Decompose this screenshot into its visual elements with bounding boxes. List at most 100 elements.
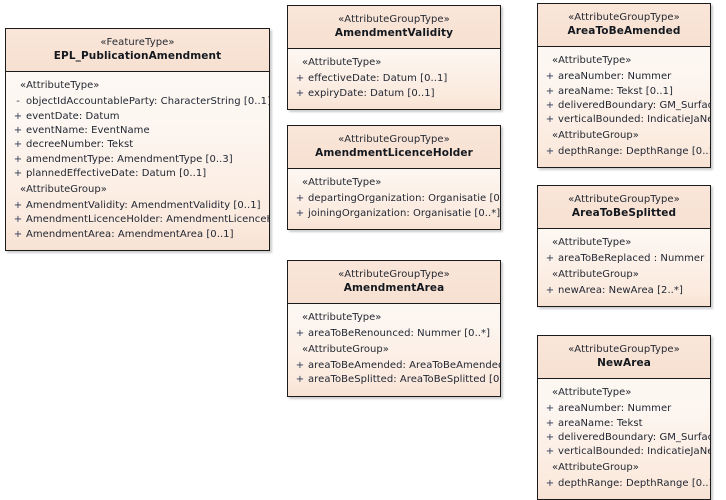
attribute-text: deliveredBoundary: GM_Surface xyxy=(558,432,711,444)
attribute-visibility: + xyxy=(545,284,555,296)
attribute-visibility: + xyxy=(13,125,23,137)
attribute-text: AmendmentArea: AmendmentArea [0..1] xyxy=(26,228,234,240)
attribute-text: AmendmentValidity: AmendmentValidity [0.… xyxy=(26,199,261,211)
attribute-row[interactable]: +decreeNumber: Tekst xyxy=(10,138,265,152)
compartment-label: «AttributeType» xyxy=(20,80,100,92)
attribute-visibility: - xyxy=(16,96,20,108)
attribute-visibility: + xyxy=(295,207,305,219)
attribute-visibility: + xyxy=(545,100,555,112)
attribute-visibility: + xyxy=(13,168,23,180)
attribute-row[interactable]: +areaName: Tekst [0..1] xyxy=(542,85,706,99)
compartment-label: «AttributeGroup» xyxy=(20,183,107,195)
attribute-visibility: + xyxy=(545,432,555,444)
attribute-text: areaToBeRenounced: Nummer [0..*] xyxy=(308,328,491,340)
attribute-text: AmendmentLicenceHolder: AmendmentLicence… xyxy=(26,214,269,226)
attribute-row[interactable]: +newArea: NewArea [2..*] xyxy=(542,284,706,298)
attribute-row[interactable]: +joiningOrganization: Organisatie [0..*] xyxy=(292,207,500,221)
attribute-text: verticalBounded: IndicatieJaNee [0..1] xyxy=(558,114,710,126)
attribute-text: depthRange: DepthRange [0..1] xyxy=(558,477,711,489)
attribute-row[interactable]: +plannedEffectiveDate: Datum [0..1] xyxy=(10,167,265,181)
attribute-visibility: + xyxy=(545,85,555,97)
attribute-row[interactable]: +eventDate: Datum xyxy=(10,110,265,124)
attribute-row[interactable]: +expiryDate: Datum [0..1] xyxy=(292,87,496,101)
class-body-newarea: «AttributeType»+areaNumber: Nummer+areaN… xyxy=(538,379,710,499)
attribute-row[interactable]: +amendmentType: AmendmentType [0..3] xyxy=(10,153,265,167)
attribute-row[interactable]: +deliveredBoundary: GM_Surface [0..1] xyxy=(542,99,710,113)
attribute-visibility: + xyxy=(13,139,23,151)
class-name: AmendmentValidity xyxy=(334,27,454,40)
compartment-label: «AttributeGroup» xyxy=(552,268,639,280)
attribute-row[interactable]: +AmendmentValidity: AmendmentValidity [0… xyxy=(10,199,265,213)
compartment-label: «AttributeType» xyxy=(552,237,632,249)
attribute-visibility: + xyxy=(545,71,555,83)
attribute-row[interactable]: -objectIdAccountableParty: CharacterStri… xyxy=(10,95,269,109)
attribute-row[interactable]: +AmendmentLicenceHolder: AmendmentLicenc… xyxy=(10,213,269,227)
uml-class-amendmentlicenceholder[interactable]: «AttributeGroupType»AmendmentLicenceHold… xyxy=(287,125,501,231)
uml-class-newarea[interactable]: «AttributeGroupType»NewArea«AttributeTyp… xyxy=(537,335,711,500)
attribute-text: newArea: NewArea [2..*] xyxy=(558,284,683,296)
attribute-row[interactable]: +depthRange: DepthRange [0..1] xyxy=(542,477,710,491)
class-header-amendmentlicenceholder: «AttributeGroupType»AmendmentLicenceHold… xyxy=(288,126,500,170)
class-stereotype: «AttributeGroupType» xyxy=(338,14,450,25)
attribute-row[interactable]: +areaToBeReplaced : Nummer xyxy=(542,252,706,266)
attribute-text: areaName: Tekst [0..1] xyxy=(558,85,673,97)
attribute-text: objectIdAccountableParty: CharacterStrin… xyxy=(26,96,270,108)
attribute-row[interactable]: +areaNumber: Nummer xyxy=(542,402,706,416)
class-name: AmendmentArea xyxy=(343,282,445,295)
attribute-text: expiryDate: Datum [0..1] xyxy=(308,87,435,99)
class-header-epl-publicationamendment: «FeatureType»EPL_PublicationAmendment xyxy=(6,29,269,73)
attribute-row[interactable]: +depthRange: DepthRange [0..1] xyxy=(542,145,710,159)
class-body-areatobesplitted: «AttributeType»+areaToBeReplaced : Numme… xyxy=(538,229,710,306)
attribute-visibility: + xyxy=(295,374,305,386)
compartment-label: «AttributeType» xyxy=(302,177,382,189)
attribute-row[interactable]: +areaNumber: Nummer xyxy=(542,70,706,84)
class-header-amendmentarea: «AttributeGroupType»AmendmentArea xyxy=(288,261,500,305)
attribute-row[interactable]: +areaToBeSplitted: AreaToBeSplitted [0..… xyxy=(292,373,500,387)
class-header-areatobesplitted: «AttributeGroupType»AreaToBeSplitted xyxy=(538,186,710,230)
class-stereotype: «AttributeGroupType» xyxy=(568,344,680,355)
attribute-visibility: + xyxy=(545,446,555,458)
class-body-areatobeamended: «AttributeType»+areaNumber: Nummer+areaN… xyxy=(538,47,710,167)
attribute-text: areaNumber: Nummer xyxy=(558,403,672,415)
compartment-label: «AttributeGroup» xyxy=(552,129,639,141)
class-body-amendmentvalidity: «AttributeType»+effectiveDate: Datum [0.… xyxy=(288,49,500,109)
attribute-visibility: + xyxy=(545,253,555,265)
attribute-text: areaName: Tekst xyxy=(558,417,643,429)
attribute-visibility: + xyxy=(13,199,23,211)
attribute-visibility: + xyxy=(545,145,555,157)
class-name: AreaToBeAmended xyxy=(567,25,681,38)
uml-class-areatobeamended[interactable]: «AttributeGroupType»AreaToBeAmended«Attr… xyxy=(537,3,711,169)
attribute-row[interactable]: +effectiveDate: Datum [0..1] xyxy=(292,72,496,86)
attribute-text: deliveredBoundary: GM_Surface [0..1] xyxy=(558,100,710,112)
attribute-visibility: + xyxy=(545,403,555,415)
uml-class-amendmentvalidity[interactable]: «AttributeGroupType»AmendmentValidity«At… xyxy=(287,5,501,111)
attribute-text: plannedEffectiveDate: Datum [0..1] xyxy=(26,168,207,180)
attribute-visibility: + xyxy=(295,87,305,99)
attribute-row[interactable]: +verticalBounded: IndicatieJaNee [0..1] xyxy=(542,113,710,127)
attribute-visibility: + xyxy=(13,228,23,240)
attribute-row[interactable]: +areaToBeRenounced: Nummer [0..*] xyxy=(292,327,496,341)
uml-class-epl-publicationamendment[interactable]: «FeatureType»EPL_PublicationAmendment«At… xyxy=(5,28,270,251)
attribute-row[interactable]: +deliveredBoundary: GM_Surface xyxy=(542,431,710,445)
attribute-row[interactable]: +areaToBeAmended: AreaToBeAmended [0..*] xyxy=(292,359,500,373)
attribute-text: departingOrganization: Organisatie [0..*… xyxy=(308,193,501,205)
attribute-text: amendmentType: AmendmentType [0..3] xyxy=(26,153,233,165)
class-name: AmendmentLicenceHolder xyxy=(315,147,473,160)
attribute-text: areaToBeReplaced : Nummer xyxy=(558,253,705,265)
attribute-visibility: + xyxy=(545,477,555,489)
class-body-epl-publicationamendment: «AttributeType»-objectIdAccountableParty… xyxy=(6,72,269,250)
attribute-text: joiningOrganization: Organisatie [0..*] xyxy=(308,207,501,219)
uml-class-areatobesplitted[interactable]: «AttributeGroupType»AreaToBeSplitted «Att… xyxy=(537,185,711,308)
attribute-text: verticalBounded: IndicatieJaNee xyxy=(558,446,711,458)
attribute-row[interactable]: +eventName: EventName xyxy=(10,124,265,138)
attribute-visibility: + xyxy=(295,193,305,205)
class-header-amendmentvalidity: «AttributeGroupType» AmendmentValidity xyxy=(288,6,500,50)
compartment-label: «AttributeType» xyxy=(552,387,632,399)
attribute-text: effectiveDate: Datum [0..1] xyxy=(308,73,448,85)
attribute-row[interactable]: +verticalBounded: IndicatieJaNee xyxy=(542,445,710,459)
attribute-row[interactable]: +AmendmentArea: AmendmentArea [0..1] xyxy=(10,228,265,242)
attribute-text: decreeNumber: Tekst xyxy=(26,139,134,151)
attribute-row[interactable]: +departingOrganization: Organisatie [0..… xyxy=(292,192,500,206)
uml-class-amendmentarea[interactable]: «AttributeGroupType»AmendmentArea«Attrib… xyxy=(287,260,501,397)
attribute-row[interactable]: +areaName: Tekst xyxy=(542,417,706,431)
